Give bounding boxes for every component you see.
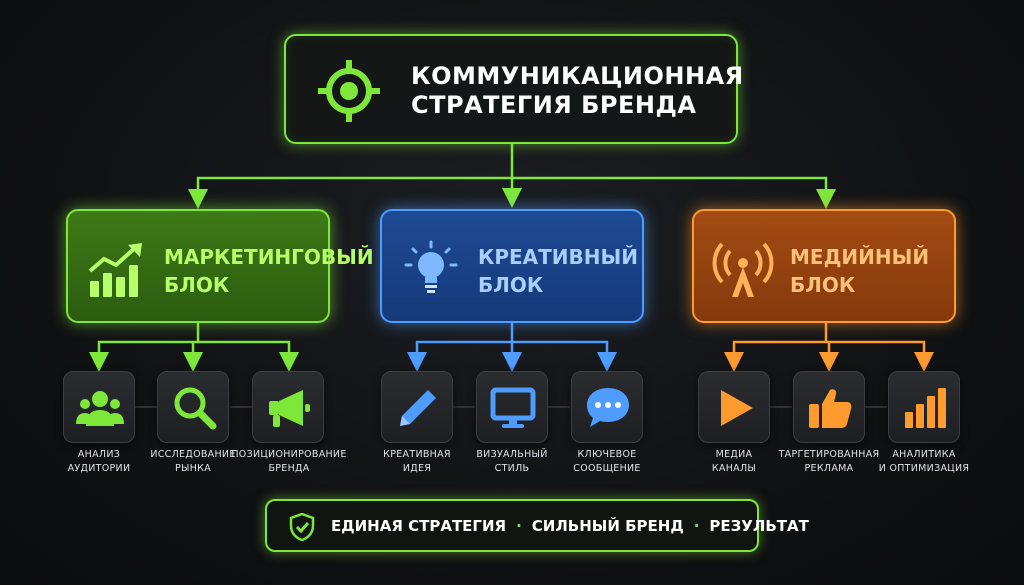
footer-separator: · — [516, 517, 522, 535]
label-visual-style: ВИЗУАЛЬНЫЙ СТИЛЬ — [452, 448, 572, 476]
label-line2: И ОПТИМИЗАЦИЯ — [878, 463, 970, 474]
marketing-block: МАРКЕТИНГОВЫЙ БЛОК — [66, 209, 374, 323]
media-title-line1: МЕДИЙНЫЙ — [790, 245, 930, 269]
tile-key-message — [571, 371, 643, 443]
root-connector — [188, 144, 836, 209]
root-title-line1: КОММУНИКАЦИОННАЯ — [411, 62, 744, 90]
marketing-title-line2: БЛОК — [164, 273, 230, 297]
tile-analytics-optimization — [888, 371, 960, 443]
media-connector — [724, 323, 934, 372]
root-node: КОММУНИКАЦИОННАЯ СТРАТЕГИЯ БРЕНДА — [284, 34, 744, 144]
label-audience-analysis: АНАЛИЗ АУДИТОРИИ — [39, 448, 159, 476]
label-line2: АУДИТОРИИ — [67, 463, 131, 474]
label-line2: СТИЛЬ — [494, 463, 530, 474]
tile-targeted-ads — [793, 371, 865, 443]
label-line1: КРЕАТИВНАЯ — [383, 449, 451, 460]
play-icon — [721, 390, 753, 426]
label-line1: ВИЗУАЛЬНЫЙ — [476, 449, 548, 460]
label-line1: АНАЛИЗ — [77, 449, 121, 460]
monitor-icon — [490, 387, 536, 428]
footer-part3: РЕЗУЛЬТАТ — [709, 517, 809, 535]
target-icon — [318, 60, 380, 122]
creative-block-title: КРЕАТИВНЫЙ БЛОК — [478, 243, 638, 299]
label-line1: ПОЗИЦИОНИРОВАНИЕ — [231, 449, 347, 460]
thumbs-up-icon — [809, 389, 852, 428]
label-line1: АНАЛИТИКА — [892, 449, 956, 460]
footer-part2: СИЛЬНЫЙ БРЕНД — [531, 517, 684, 535]
growth-chart-icon — [88, 243, 142, 297]
pen-icon — [400, 390, 436, 426]
label-line2: РЕКЛАМА — [804, 463, 854, 474]
footer-text: ЕДИНАЯ СТРАТЕГИЯ · СИЛЬНЫЙ БРЕНД · РЕЗУЛЬТАТ — [331, 516, 809, 536]
tile-brand-positioning — [252, 371, 324, 443]
marketing-connector — [89, 323, 299, 372]
creative-title-line2: БЛОК — [478, 273, 544, 297]
shield-check-icon — [289, 513, 315, 541]
broadcast-tower-icon — [712, 242, 774, 297]
footer-banner: ЕДИНАЯ СТРАТЕГИЯ · СИЛЬНЫЙ БРЕНД · РЕЗУЛЬТАТ — [265, 499, 809, 552]
label-targeted-ads: ТАРГЕТИРОВАННАЯ РЕКЛАМА — [769, 448, 889, 476]
tile-creative-idea — [381, 371, 453, 443]
footer-part1: ЕДИНАЯ СТРАТЕГИЯ — [331, 517, 507, 535]
megaphone-icon — [269, 390, 310, 427]
label-line2: РЫНКА — [175, 463, 211, 474]
root-title: КОММУНИКАЦИОННАЯ СТРАТЕГИЯ БРЕНДА — [411, 62, 744, 120]
users-icon — [76, 391, 124, 426]
label-creative-idea: КРЕАТИВНАЯ ИДЕЯ — [357, 448, 477, 476]
label-market-research: ИССЛЕДОВАНИЕ РЫНКА — [133, 448, 253, 476]
media-block-title: МЕДИЙНЫЙ БЛОК — [790, 243, 950, 299]
label-line2: КАНАЛЫ — [711, 463, 757, 474]
label-line1: ТАРГЕТИРОВАННАЯ — [778, 449, 880, 460]
label-line1: ИССЛЕДОВАНИЕ — [150, 449, 236, 460]
tile-market-research — [157, 371, 229, 443]
footer-separator: · — [693, 517, 700, 535]
tile-visual-style — [476, 371, 548, 443]
creative-connector — [407, 323, 617, 372]
label-key-message: КЛЮЧЕВОЕ СООБЩЕНИЕ — [547, 448, 667, 476]
media-block: МЕДИЙНЫЙ БЛОК — [692, 209, 956, 323]
label-line1: КЛЮЧЕВОЕ — [577, 449, 637, 460]
label-line2: СООБЩЕНИЕ — [573, 463, 641, 474]
label-line1: МЕДИА — [715, 449, 753, 460]
root-title-line2: СТРАТЕГИЯ БРЕНДА — [411, 91, 697, 119]
bar-chart-icon — [905, 388, 946, 428]
label-line2: БРЕНДА — [268, 463, 310, 474]
creative-block: КРЕАТИВНЫЙ БЛОК — [380, 209, 644, 323]
marketing-title-line1: МАРКЕТИНГОВЫЙ — [164, 245, 374, 269]
media-title-line2: БЛОК — [790, 273, 856, 297]
tile-audience-analysis — [63, 371, 135, 443]
label-media-channels: МЕДИА КАНАЛЫ — [674, 448, 794, 476]
label-brand-positioning: ПОЗИЦИОНИРОВАНИЕ БРЕНДА — [229, 448, 349, 476]
creative-title-line1: КРЕАТИВНЫЙ — [478, 245, 638, 269]
chat-bubble-icon — [587, 388, 629, 427]
label-analytics-optimization: АНАЛИТИКА И ОПТИМИЗАЦИЯ — [864, 448, 984, 476]
marketing-block-title: МАРКЕТИНГОВЫЙ БЛОК — [164, 243, 374, 299]
search-icon — [174, 387, 217, 430]
label-line2: ИДЕЯ — [402, 463, 432, 474]
tile-media-channels — [698, 371, 770, 443]
lightbulb-icon — [404, 240, 458, 293]
